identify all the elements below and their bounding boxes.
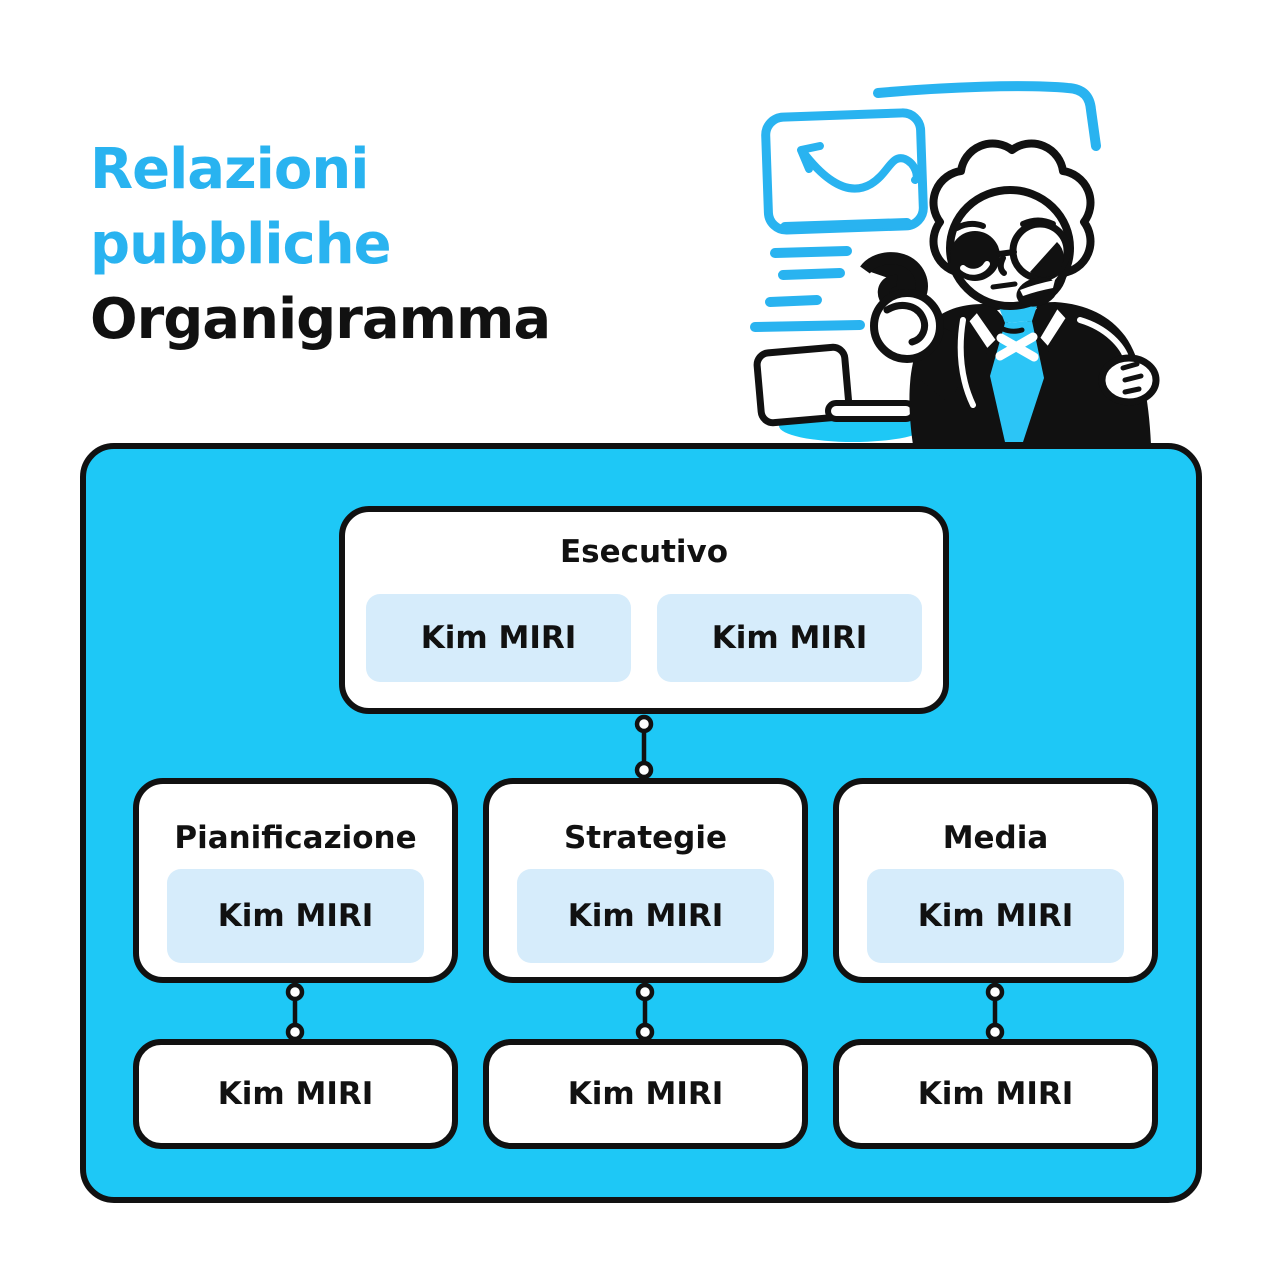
node-title: Strategie [563,820,728,856]
member-badge: Kim MIRI [657,594,922,682]
org-node-esecutivo: Esecutivo Kim MIRI Kim MIRI [339,506,949,714]
text-lines-sketch-icon [750,218,912,332]
laptop-icon [753,343,927,442]
chart-sketch-icon [761,108,928,235]
root-members-row: Kim MIRI Kim MIRI [345,594,943,682]
org-node-pianificazione: Pianificazione Kim MIRI [133,778,458,983]
node-title: Pianificazione [174,820,417,856]
page-title: Relazioni pubbliche Organigramma [90,132,551,357]
report-row: Kim MIRI Kim MIRI Kim MIRI [133,1039,1158,1149]
title-line-2: pubbliche [90,212,392,277]
member-badge: Kim MIRI [517,869,774,963]
node-title: Media [942,820,1049,856]
presenter-illustration [750,81,1160,444]
connector-media [985,982,1005,1042]
presenter-figure [860,139,1160,444]
org-node-report-3: Kim MIRI [833,1039,1158,1149]
org-node-strategie: Strategie Kim MIRI [483,778,808,983]
member-badge: Kim MIRI [867,869,1124,963]
org-node-report-2: Kim MIRI [483,1039,808,1149]
org-chart-panel: Esecutivo Kim MIRI Kim MIRI Pianificazio… [80,443,1202,1203]
member-badge: Kim MIRI [366,594,631,682]
node-title: Esecutivo [559,534,729,570]
title-line-3: Organigramma [90,287,551,352]
connector-strategie [635,982,655,1042]
org-node-report-1: Kim MIRI [133,1039,458,1149]
title-line-1: Relazioni [90,137,369,202]
whiteboard-sketch-icon [873,81,1101,151]
member-badge: Kim MIRI [167,869,424,963]
org-node-media: Media Kim MIRI [833,778,1158,983]
connector-root [634,714,654,780]
department-row: Pianificazione Kim MIRI Strategie Kim MI… [133,778,1158,983]
connector-pianificazione [285,982,305,1042]
